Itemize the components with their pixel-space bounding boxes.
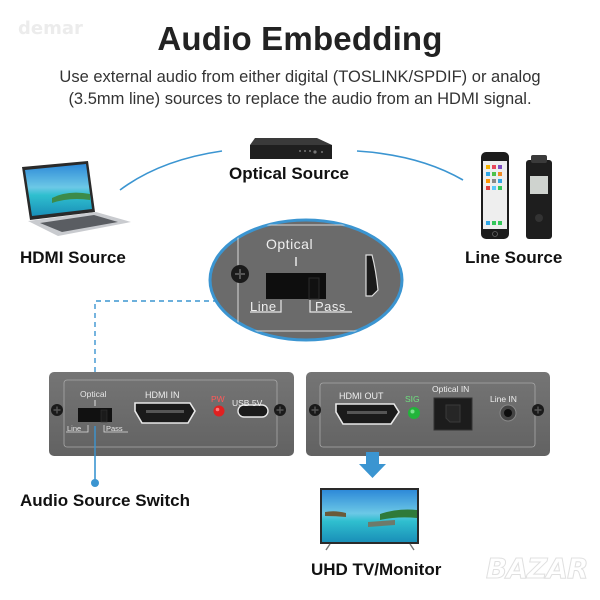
dvr-box-icon (250, 138, 332, 159)
phone-recorder-icon (481, 152, 552, 239)
uhd-tv-monitor-label: UHD TV/Monitor (311, 560, 442, 579)
zoom-switch-pass-label: Pass (315, 299, 346, 314)
optical-source-label: Optical Source (229, 164, 349, 183)
line-in-label: Line IN (490, 394, 517, 404)
optical-in-label: Optical IN (432, 384, 470, 394)
switch-pointer-dot (91, 479, 99, 487)
device-right-panel (306, 372, 550, 456)
dashed-connector (94, 300, 222, 372)
laptop-icon (22, 161, 131, 236)
subtitle-line-1: Use external audio from either digital (… (59, 68, 541, 86)
watermark-bazar: BAZAR (486, 552, 590, 586)
hdmi-source-label: HDMI Source (20, 248, 126, 267)
arc-optical-to-line (356, 150, 464, 181)
sig-led-label: SIG (405, 394, 420, 404)
page-subtitle: Use external audio from either digital (… (30, 66, 570, 110)
usb-5v-label: USB 5V (232, 398, 263, 408)
tv-icon (320, 488, 419, 551)
arc-hdmi-to-optical (119, 150, 223, 191)
watermark-demar: demar (18, 18, 83, 39)
line-source-label: Line Source (465, 248, 563, 267)
page-title: Audio Embedding (157, 20, 443, 57)
hdmi-in-label: HDMI IN (145, 390, 180, 400)
audio-source-switch-label: Audio Source Switch (20, 491, 191, 510)
zoom-callout (208, 218, 404, 342)
device-left-panel (49, 372, 294, 456)
subtitle-line-2: (3.5mm line) sources to replace the audi… (68, 90, 532, 108)
zoom-switch-line-label: Line (250, 299, 277, 314)
output-arrow-icon (359, 452, 386, 478)
pw-led-label: PW (211, 394, 225, 404)
device-switch-pass-label: Pass (106, 424, 123, 433)
device-switch-line-label: Line (67, 424, 82, 433)
hdmi-out-label: HDMI OUT (339, 391, 384, 401)
device-switch-optical-label: Optical (80, 389, 107, 399)
zoom-switch-optical-label: Optical (266, 236, 314, 252)
